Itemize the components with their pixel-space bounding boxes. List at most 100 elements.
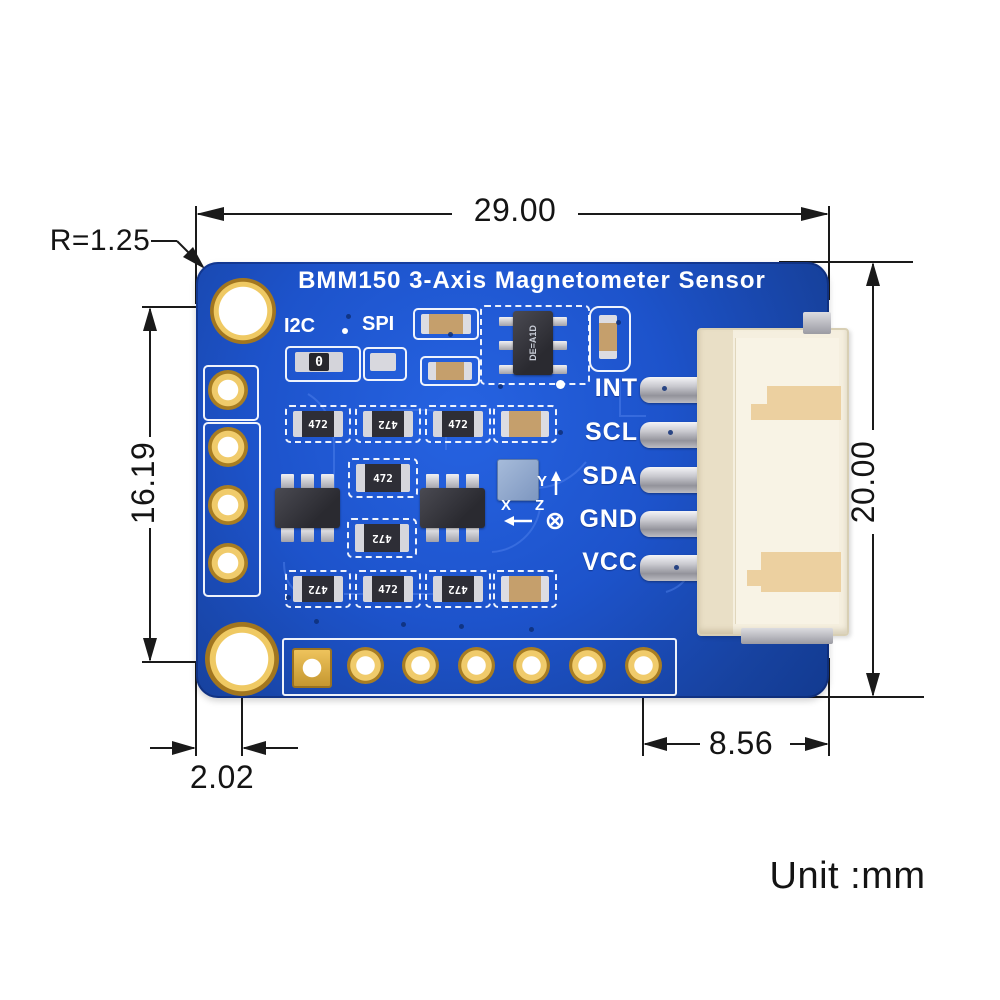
via bbox=[674, 565, 679, 570]
ic-pin bbox=[466, 527, 479, 542]
pin-label-scl: SCL bbox=[585, 418, 638, 446]
via bbox=[314, 619, 319, 624]
connector-crimp-bottom bbox=[741, 628, 833, 644]
ic-pin bbox=[550, 317, 567, 326]
capacitor-outline bbox=[589, 306, 631, 372]
ic-pin bbox=[426, 474, 439, 489]
axis-arrows bbox=[504, 471, 564, 530]
ic-body bbox=[420, 488, 485, 528]
ic-pin bbox=[466, 474, 479, 489]
resistor-outline: 472 bbox=[285, 570, 351, 608]
ic-body bbox=[275, 488, 340, 528]
connector-pin bbox=[640, 555, 704, 581]
resistor-472: 472 bbox=[356, 464, 410, 492]
ic-pin bbox=[446, 527, 459, 542]
capacitor-outline bbox=[493, 405, 557, 443]
ic-pin bbox=[321, 474, 334, 489]
resistor-472: 472 bbox=[433, 411, 483, 437]
ic-pin bbox=[301, 527, 314, 542]
bottom-pad bbox=[402, 647, 439, 684]
via bbox=[498, 384, 503, 389]
ic-pin bbox=[281, 527, 294, 542]
ic-pin bbox=[301, 474, 314, 489]
resistor-0-outline: 0 bbox=[285, 346, 361, 382]
bottom-pad bbox=[513, 647, 550, 684]
resistor-472: 472 bbox=[355, 524, 409, 552]
dim-left-height-label: 16.19 bbox=[125, 441, 161, 525]
via bbox=[286, 595, 291, 600]
resistor-marking: 472 bbox=[373, 471, 393, 485]
pin-label-vcc: VCC bbox=[582, 548, 638, 576]
bottom-pad-outline bbox=[282, 638, 677, 696]
pin-label-sda: SDA bbox=[582, 462, 638, 490]
ic-pin bbox=[499, 317, 516, 326]
mounting-hole-top-left bbox=[210, 278, 276, 344]
resistor-472: 472 bbox=[363, 576, 413, 602]
capacitor-outline bbox=[420, 356, 480, 386]
ic-pin bbox=[499, 341, 516, 350]
resistor-outline: 472 bbox=[425, 570, 491, 608]
resistor-outline: 472 bbox=[347, 518, 417, 558]
capacitor bbox=[501, 411, 549, 437]
ic-top-marking: DE=A1D bbox=[527, 325, 538, 361]
connector-pin bbox=[640, 511, 704, 537]
capacitor bbox=[428, 362, 472, 380]
resistor-marking: 472 bbox=[378, 582, 398, 596]
unit-label: Unit :mm bbox=[769, 855, 926, 897]
via bbox=[529, 627, 534, 632]
resistor-outline: 472 bbox=[355, 570, 421, 608]
dim-width-label: 29.00 bbox=[473, 192, 557, 228]
connector-pin bbox=[640, 467, 704, 493]
bottom-pad bbox=[569, 647, 606, 684]
via bbox=[662, 386, 667, 391]
ic-pin bbox=[281, 474, 294, 489]
capacitor bbox=[599, 315, 617, 359]
left-pad-outline-2 bbox=[203, 422, 261, 597]
ic-pin bbox=[499, 365, 516, 374]
ic-top: DE=A1D bbox=[513, 311, 553, 375]
silk-dot bbox=[342, 328, 348, 334]
connector-latch-bottom-step bbox=[747, 570, 763, 586]
via bbox=[401, 622, 406, 627]
ic-pin bbox=[321, 527, 334, 542]
board-title: BMM150 3-Axis Magnetometer Sensor bbox=[298, 267, 766, 294]
left-pad bbox=[208, 427, 248, 467]
dim-hole-offset-label: 2.02 bbox=[189, 759, 255, 795]
left-pad bbox=[208, 485, 248, 525]
via bbox=[459, 624, 464, 629]
dim-right-height-label: 20.00 bbox=[845, 440, 881, 524]
spi-label: SPI bbox=[362, 313, 395, 335]
bottom-pad-square bbox=[292, 648, 332, 688]
via bbox=[346, 314, 351, 319]
resistor-472: 472 bbox=[363, 411, 413, 437]
connector-latch-bottom bbox=[761, 552, 841, 592]
resistor-472: 472 bbox=[293, 576, 343, 602]
bottom-pad bbox=[458, 647, 495, 684]
axis-x-label: X bbox=[501, 497, 512, 514]
connector-crimp-top bbox=[803, 312, 831, 334]
resistor-marking: 472 bbox=[308, 582, 328, 596]
ic-pin bbox=[550, 341, 567, 350]
left-pad bbox=[208, 370, 248, 410]
dim-pad-to-edge-label: 8.56 bbox=[708, 725, 774, 761]
resistor-marking: 472 bbox=[372, 531, 392, 545]
bottom-pad bbox=[347, 647, 384, 684]
via bbox=[616, 320, 621, 325]
ic-pin bbox=[550, 365, 567, 374]
via bbox=[668, 430, 673, 435]
connector-latch-top bbox=[767, 386, 841, 420]
resistor-outline: 472 bbox=[348, 458, 418, 498]
i2c-label: I2C bbox=[284, 315, 316, 337]
left-pad bbox=[208, 543, 248, 583]
via bbox=[448, 332, 453, 337]
connector-latch-top-step bbox=[751, 404, 769, 420]
resistor-0-marking: 0 bbox=[315, 354, 323, 370]
resistor-marking: 472 bbox=[448, 417, 468, 431]
axis-indicator: Y X Z bbox=[499, 468, 571, 532]
silk-dot bbox=[556, 380, 565, 389]
corner-radius-label: R=1.25 bbox=[49, 224, 151, 257]
ic-pin bbox=[446, 474, 459, 489]
pin-label-int: INT bbox=[594, 374, 638, 402]
resistor-472: 472 bbox=[433, 576, 483, 602]
